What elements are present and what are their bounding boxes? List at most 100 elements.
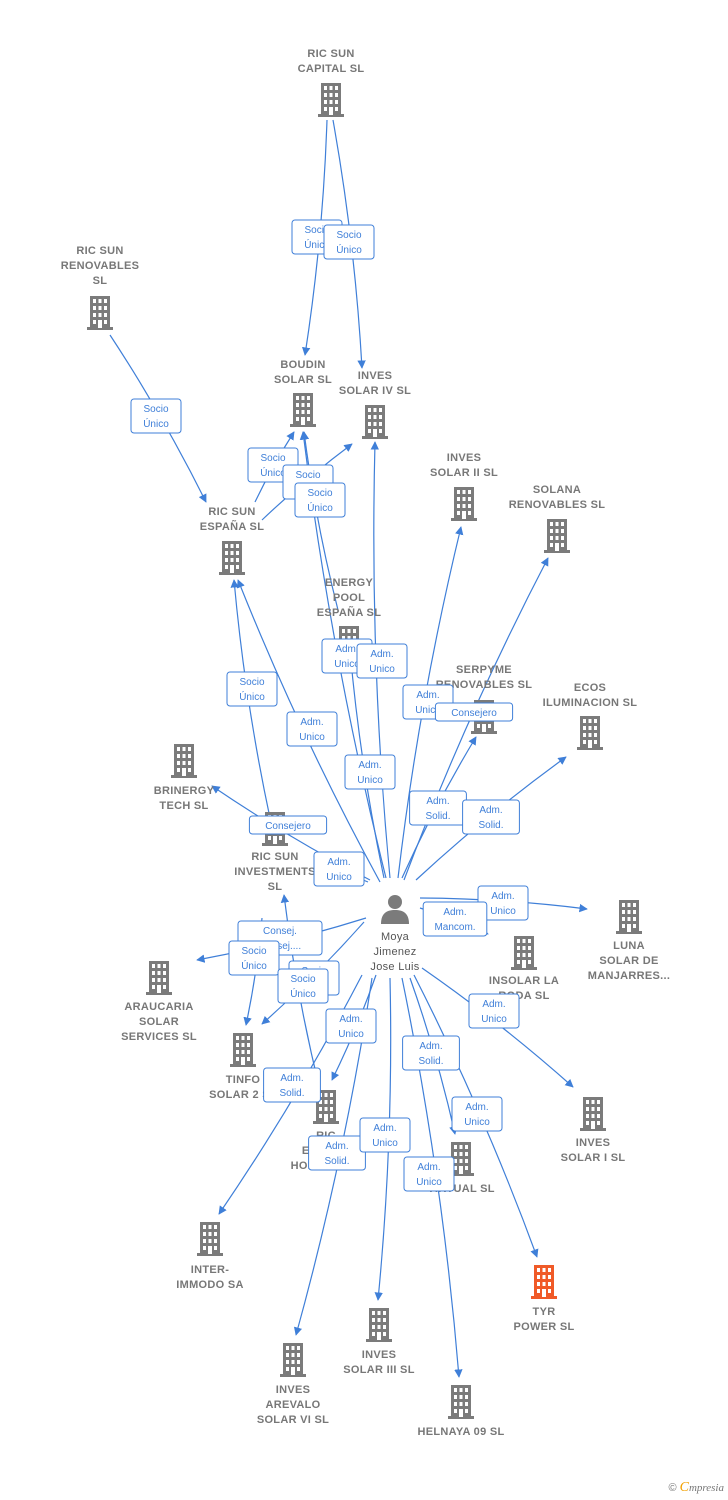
edge-label-text: Consej.	[263, 926, 297, 937]
edge-label-text: Unico	[481, 1014, 507, 1025]
edge-label-moya-to-serpyme[interactable]: Consejero	[434, 702, 514, 722]
edge-label-moya-to-helnaya[interactable]: Adm. Unico	[403, 1156, 455, 1192]
node-label-line: CAPITAL SL	[298, 63, 365, 75]
edge-label-text: Adm.	[417, 1162, 440, 1173]
node-label-line: RENOVABLES	[61, 260, 140, 272]
edge-label-box	[286, 711, 338, 747]
edge-label-text: Unico	[357, 775, 383, 786]
edge-label-text: Solid.	[418, 1056, 443, 1067]
edge-label-text: Adm.	[482, 999, 505, 1010]
node-label-line: SOLAR VI SL	[257, 1414, 329, 1426]
edge-label-box	[226, 671, 278, 707]
edge-label-moya-to-inves_arevalo[interactable]: Adm.Solid.	[308, 1135, 366, 1171]
node-label-line: RIC SUN	[76, 245, 123, 257]
edge-labels-layer: SocioÚnicoSocioÚnicoSocioÚnicoSocioÚnico…	[130, 219, 529, 1192]
edge-label-box	[323, 224, 375, 260]
edge-label-moya-to-ric_sun_espana[interactable]: Adm.Unico	[286, 711, 338, 747]
node-label-line: SL	[93, 275, 108, 287]
edge-label-text: Solid.	[425, 811, 450, 822]
node-ric-sun-renovables[interactable]: RIC SUN RENOVABLES SL	[61, 245, 140, 330]
edge-label-text: Unico	[415, 705, 441, 716]
edge-label-moya-to-ecos[interactable]: Adm.Solid.	[462, 799, 520, 835]
edge-label-moya-to-boudin[interactable]: Adm.Unico	[356, 643, 408, 679]
edge-label-moya-to-ric_sun_investments[interactable]: Adm.Unico	[313, 851, 365, 887]
edge-label-box	[359, 1117, 411, 1153]
edge-label-text: Unico	[416, 1177, 442, 1188]
edge-label-box	[402, 1035, 460, 1071]
edge-label-moya-to-inves_iv[interactable]: Adm. Unico	[344, 754, 396, 790]
brand-logo-letter: C	[679, 1480, 689, 1495]
edge-label-text: Adm.	[370, 649, 393, 660]
node-label-line: SOLANA	[533, 484, 581, 496]
edge-label-text: Adm.	[358, 760, 381, 771]
node-inter-immodo[interactable]: INTER-IMMODO SA	[176, 1222, 243, 1291]
empresia-brand: © Cmpresia	[668, 1480, 724, 1496]
edge-label-moya-to-inves_iii[interactable]: Adm.Unico	[359, 1117, 411, 1153]
edge-label-moya-to-brinergy[interactable]: Consejero	[248, 815, 328, 835]
node-label-line: Jimenez	[373, 946, 416, 958]
edge-label-moya-to-inves_i[interactable]: Adm. Unico	[468, 993, 520, 1029]
edge-label-moya-to-virtual[interactable]: Adm.Solid.	[402, 1035, 460, 1071]
node-label-line: RIC SUN	[251, 851, 298, 863]
edge-label-moya-to-inter_immodo[interactable]: Adm.Solid.	[263, 1067, 321, 1103]
node-label-line: ILUMINACION SL	[543, 697, 638, 709]
building-icon	[362, 405, 388, 439]
copyright-symbol: ©	[668, 1482, 677, 1494]
node-helnaya[interactable]: HELNAYA 09 SL	[417, 1385, 504, 1438]
edge-label-text: Socio	[260, 453, 285, 464]
node-label-line: POOL	[333, 592, 365, 604]
building-icon	[448, 1385, 474, 1419]
building-icon	[366, 1308, 392, 1342]
edge-label-text: Consejero	[451, 708, 497, 719]
node-label-line: RIC SUN	[208, 506, 255, 518]
edge-label-box	[325, 1008, 377, 1044]
building-icon	[230, 1033, 256, 1067]
building-icon	[531, 1265, 557, 1299]
node-label-line: SOLAR	[139, 1016, 179, 1028]
edge-label-text: Adm.	[416, 690, 439, 701]
edge-label-text: Socio	[239, 677, 264, 688]
edge-label-text: Consej....	[259, 941, 301, 952]
edge-label-box	[228, 940, 280, 976]
edge-label-moya-to-tyr[interactable]: Adm.Unico	[451, 1096, 503, 1132]
edge-label-box	[308, 1135, 366, 1171]
edge-label-box	[313, 851, 365, 887]
edge-label-text: Socio	[290, 974, 315, 985]
edge-label-text: Único	[239, 690, 265, 703]
edge-label-box	[130, 398, 182, 434]
edge-label-text: Socio	[241, 946, 266, 957]
edge-label-moya-to-ric_energy[interactable]: Adm.Unico	[325, 1008, 377, 1044]
node-label-line: ENERGY	[325, 577, 374, 589]
node-label-line: INVESTMENTS	[234, 866, 316, 878]
edge-label-moya-to-insolar[interactable]: Adm.Mancom.	[422, 901, 488, 937]
node-label-line: ARAUCARIA	[124, 1001, 193, 1013]
edge-label-moya-to-solana[interactable]: Adm.Solid.	[409, 790, 467, 826]
